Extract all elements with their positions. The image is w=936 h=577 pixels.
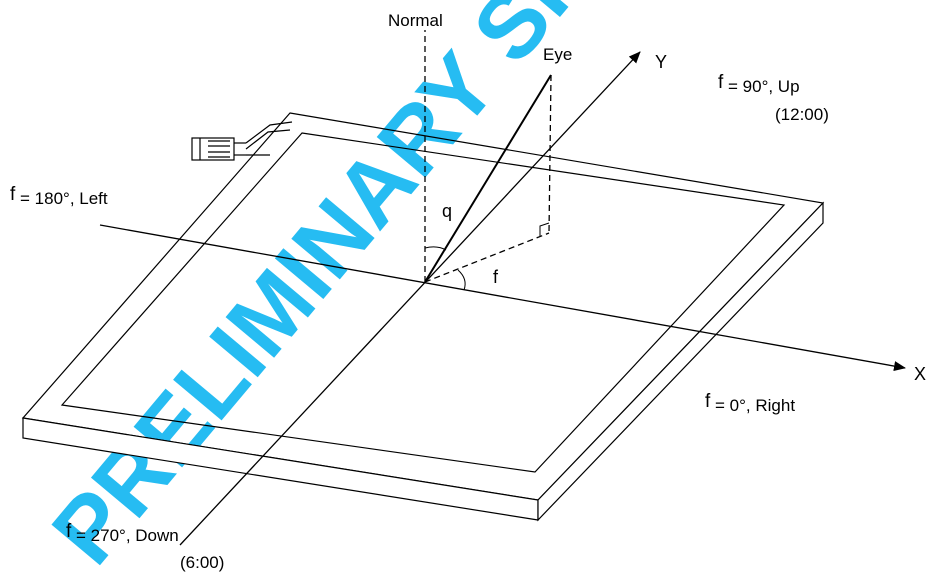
right-direction-label: f = 0°, Right [705,391,795,415]
lcd-panel [21,112,825,522]
up-clock-label: (12:00) [775,105,829,124]
down-angle-text: = 270°, Down [71,526,178,545]
up-phi-symbol: f [718,72,724,93]
up-angle-text: = 90°, Up [723,77,799,96]
x-axis-line [99,224,906,371]
down-direction-label: f = 270°, Down [66,521,179,545]
eye-projection-line [424,232,550,283]
down-clock-label: (6:00) [180,553,224,572]
right-phi-symbol: f [705,391,711,412]
eye-line [424,74,552,283]
panel-right-side-face [537,201,824,522]
theta-label: q [442,201,452,221]
theta-arc [424,246,447,251]
x-axis-label: X [914,364,926,384]
normal-label: Normal [388,11,443,30]
phi-label: f [493,267,499,287]
right-angle-text: = 0°, Right [710,396,795,415]
left-angle-text: = 180°, Left [15,189,108,208]
up-direction-label: f = 90°, Up [718,72,800,96]
connector-icon [191,121,293,161]
phi-arc [457,269,466,291]
left-direction-label: f = 180°, Left [10,184,108,208]
down-phi-symbol: f [66,521,72,542]
right-angle-mark [539,222,550,237]
axes [99,30,906,546]
left-phi-symbol: f [10,184,16,205]
panel-active-area [60,132,786,473]
eye-drop-line [548,74,552,234]
y-axis-line [179,51,641,546]
eye-label: Eye [543,45,572,64]
y-axis-label: Y [655,52,667,72]
